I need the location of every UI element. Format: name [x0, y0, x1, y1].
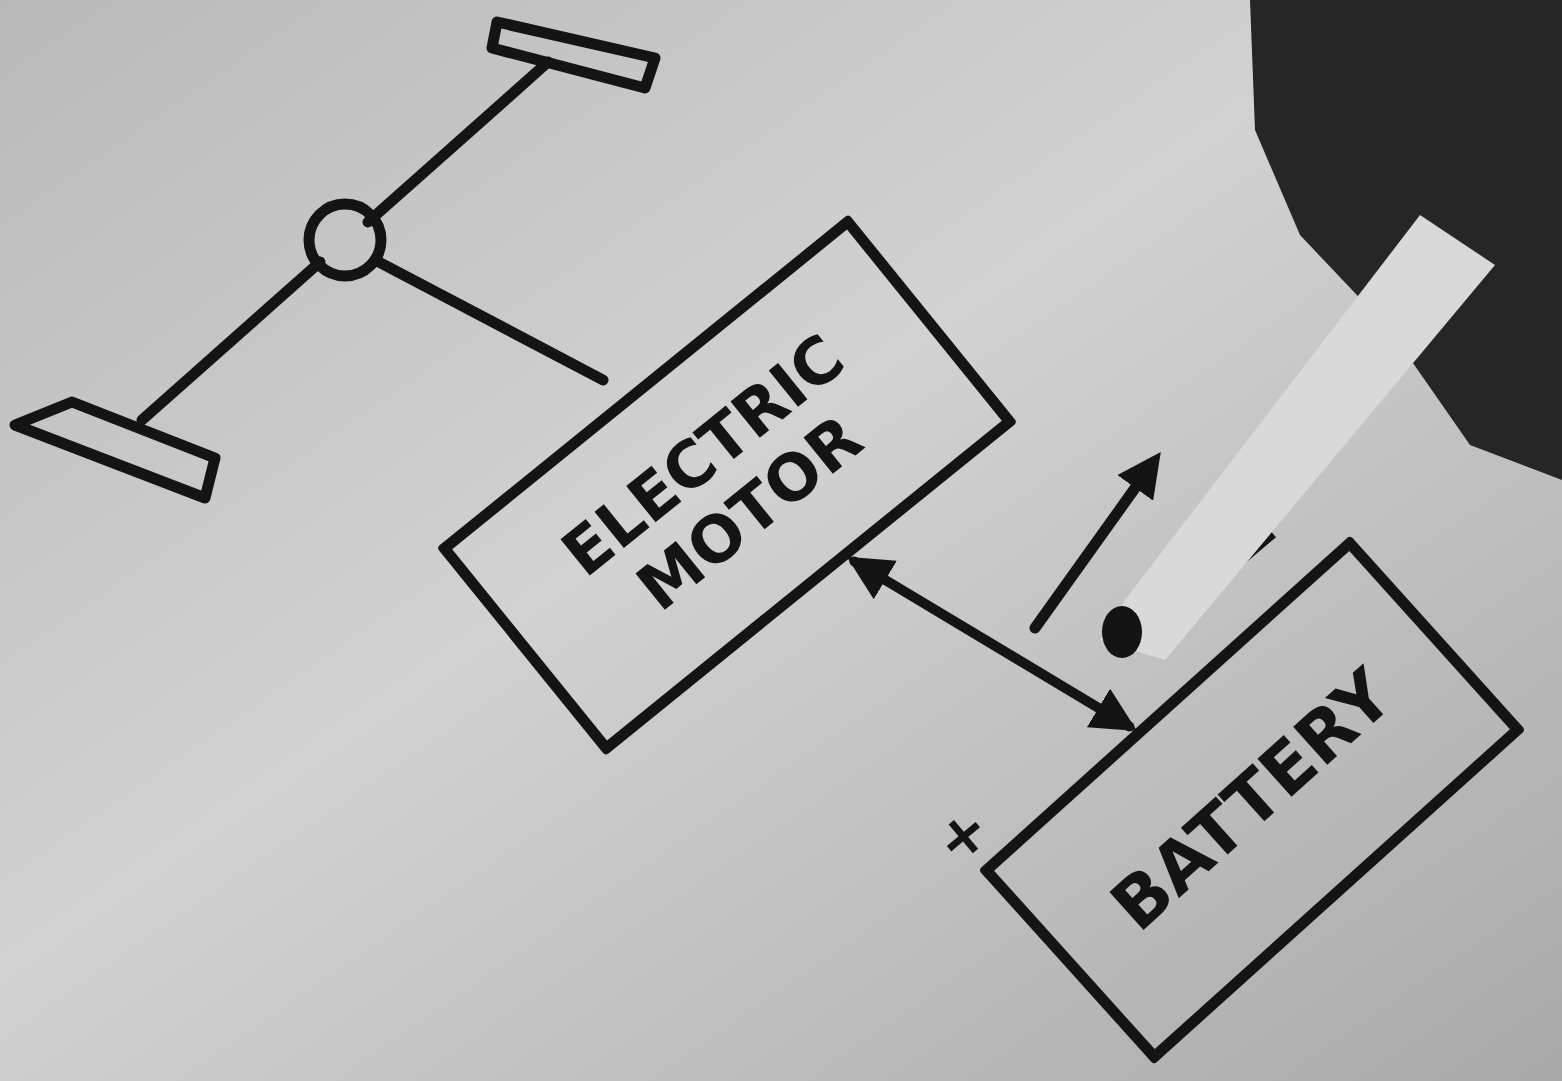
hand — [1250, 0, 1562, 480]
differential — [309, 204, 381, 276]
sketch-arrow — [1035, 470, 1148, 628]
pen-tip — [1102, 606, 1142, 658]
axle — [368, 62, 548, 222]
wheel — [492, 22, 655, 88]
power-connector — [854, 561, 1129, 726]
axle — [142, 262, 320, 420]
pen-body — [1100, 215, 1495, 660]
wheel — [15, 402, 215, 498]
drive-shaft — [375, 260, 603, 380]
